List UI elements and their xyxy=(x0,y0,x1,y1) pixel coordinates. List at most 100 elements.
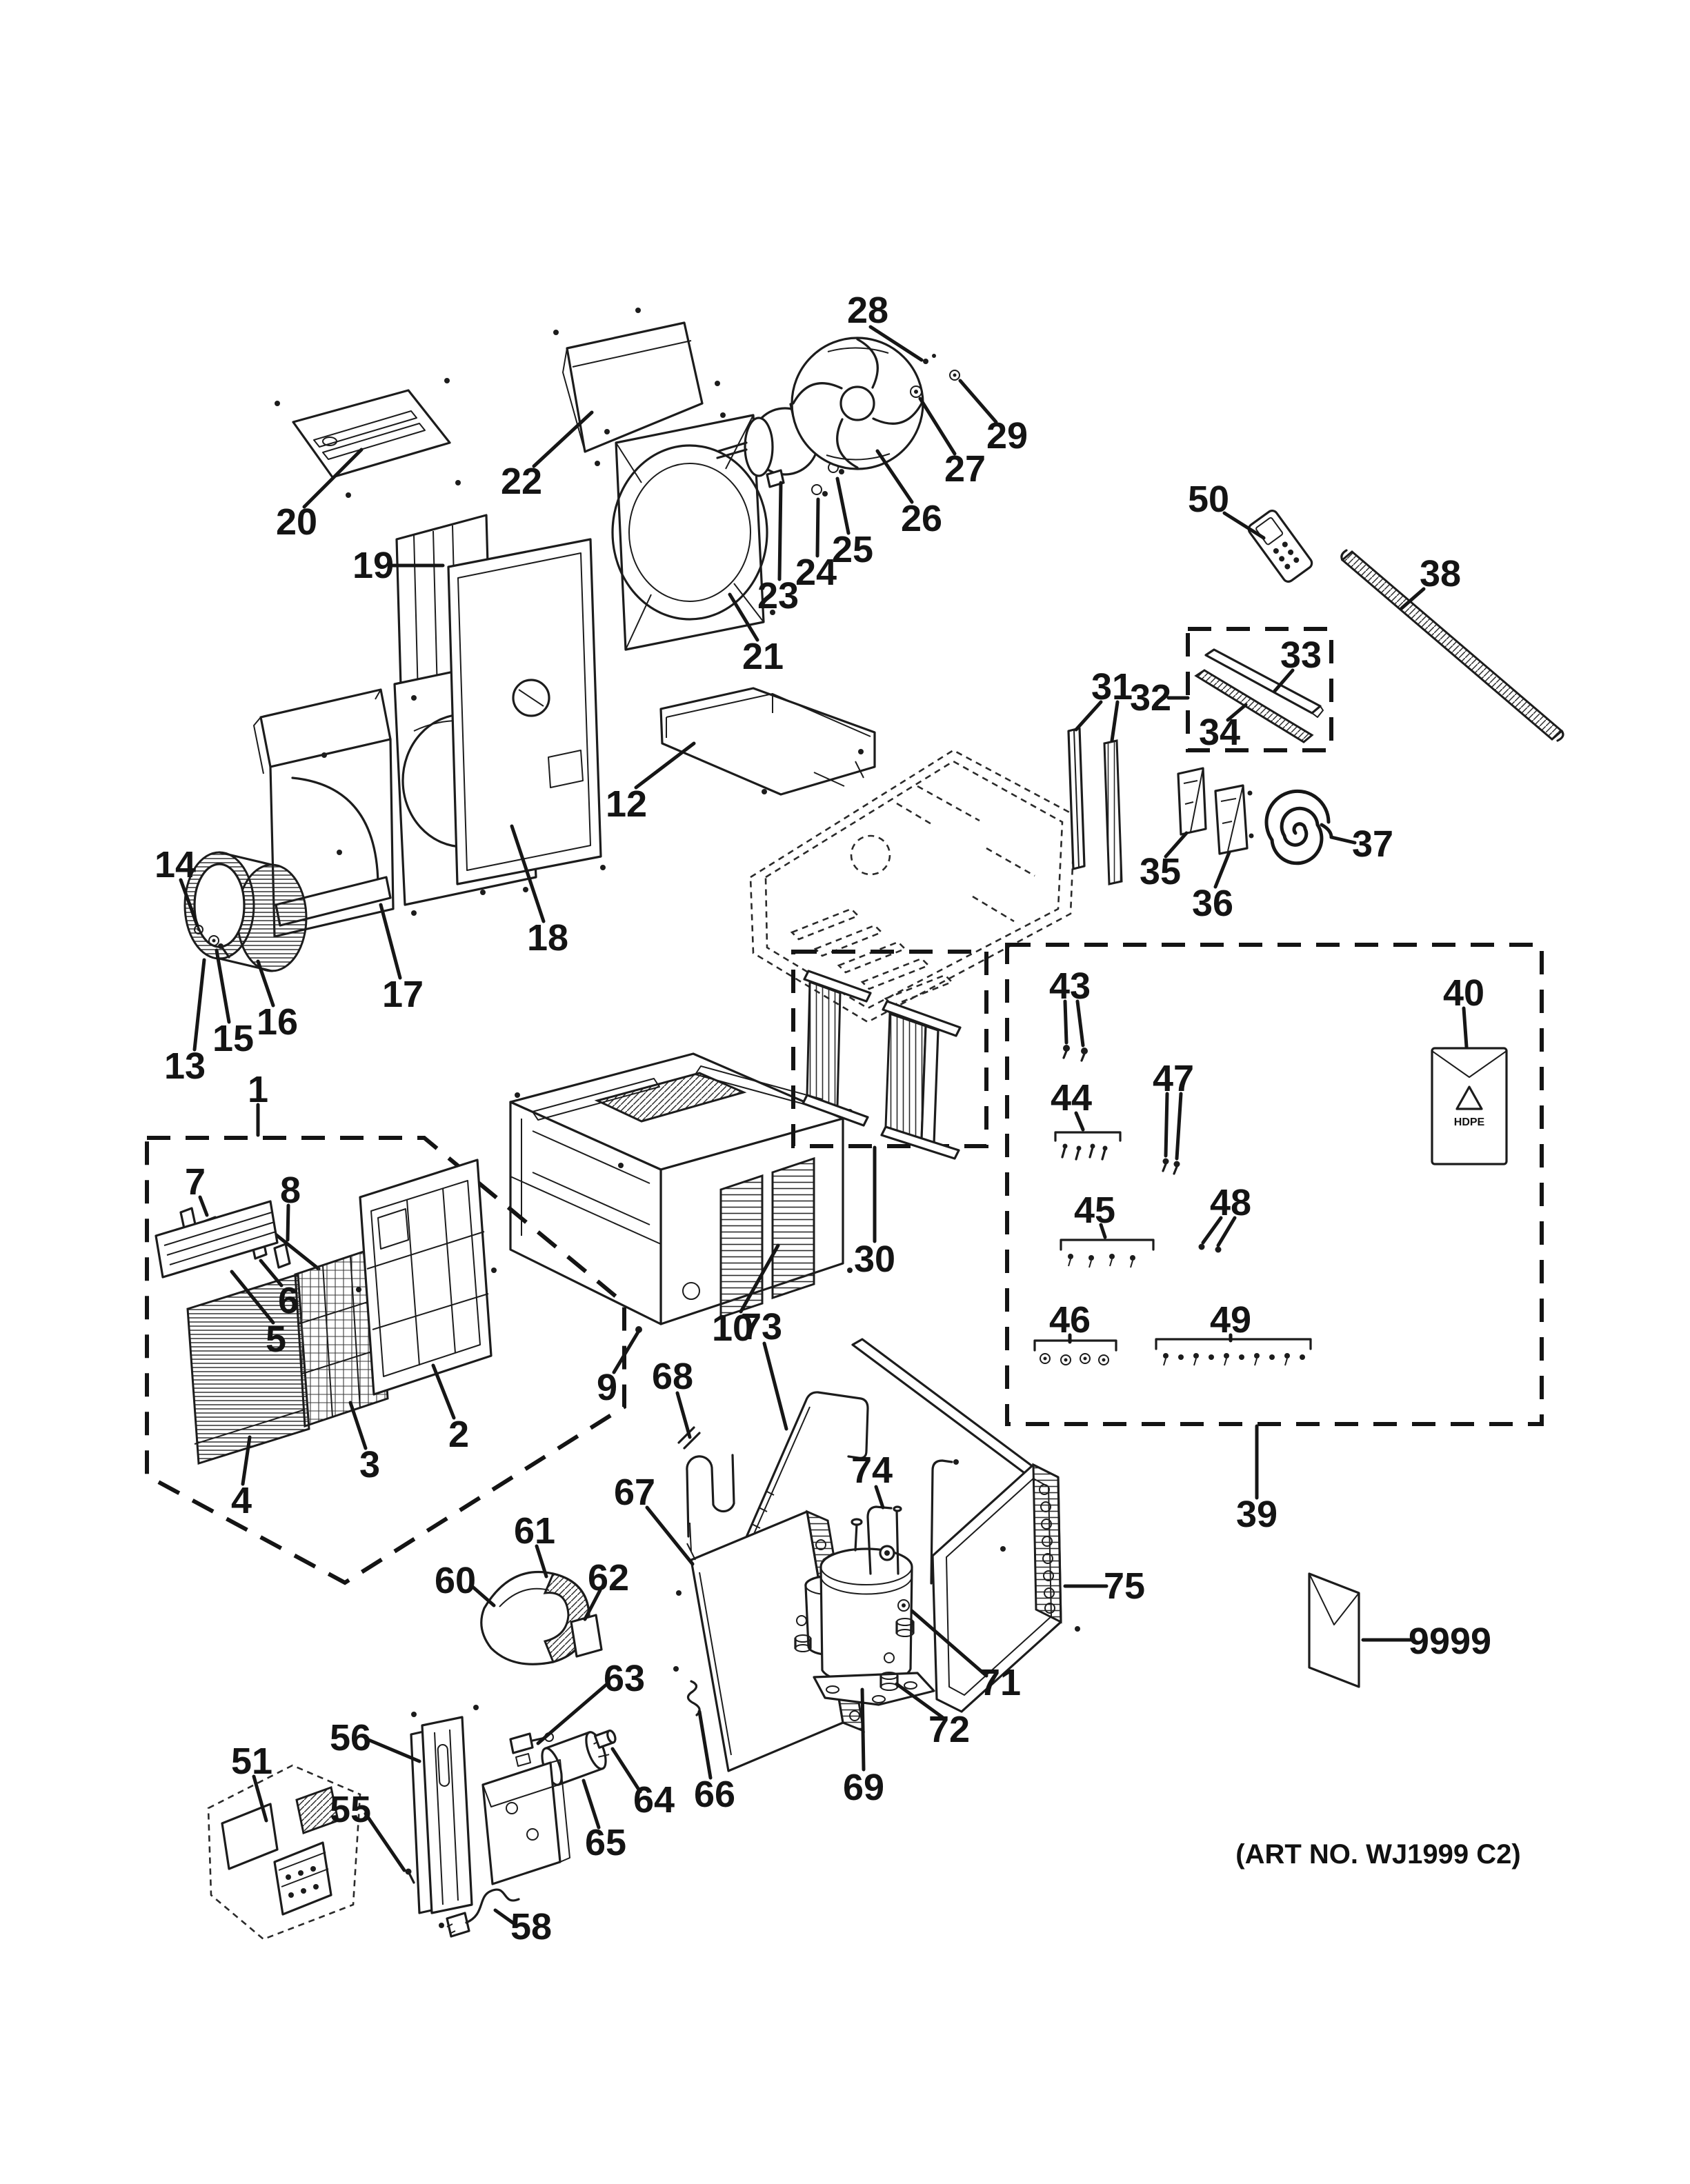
screw-part-55 xyxy=(405,1868,415,1884)
leader-line-2 xyxy=(431,1363,456,1420)
blower-wheel-part-16 xyxy=(183,851,308,972)
front-grille-part-4 xyxy=(186,1273,310,1465)
callout-label-5: 5 xyxy=(266,1319,286,1360)
condenser-part-75 xyxy=(930,1459,1080,1713)
front-assembly-group-1 xyxy=(145,1136,626,1585)
leader-line-43 xyxy=(1063,999,1068,1045)
callout-label-15: 15 xyxy=(212,1018,254,1059)
leader-line-74 xyxy=(874,1485,885,1510)
callout-label-39: 39 xyxy=(1236,1494,1278,1535)
leader-line-5 xyxy=(230,1270,275,1325)
leader-line-43 xyxy=(1075,999,1085,1048)
callout-label-18: 18 xyxy=(527,917,568,959)
support-bracket-part-12 xyxy=(659,687,876,796)
leader-line-55 xyxy=(364,1812,406,1872)
callout-label-14: 14 xyxy=(155,844,196,885)
leader-line-18 xyxy=(510,824,546,923)
callout-label-23: 23 xyxy=(757,575,799,617)
callout-label-29: 29 xyxy=(986,415,1028,457)
callout-label-1: 1 xyxy=(248,1069,268,1110)
callout-label-50: 50 xyxy=(1188,479,1229,520)
fan-blade-part-26 xyxy=(791,337,924,470)
callout-label-49: 49 xyxy=(1210,1299,1251,1341)
leader-line-61 xyxy=(535,1544,548,1579)
bag-material-label: HDPE xyxy=(1454,1116,1485,1128)
callout-label-35: 35 xyxy=(1140,851,1181,892)
callout-label-13: 13 xyxy=(164,1045,206,1087)
discharge-tube-part-73 xyxy=(742,1391,869,1545)
leader-line-50 xyxy=(1222,511,1266,540)
electrical-box xyxy=(481,1759,570,1885)
screws-part-43 xyxy=(1062,1045,1088,1062)
callout-label-58: 58 xyxy=(510,1906,552,1947)
leader-line-38 xyxy=(1400,587,1426,610)
callout-label-8: 8 xyxy=(280,1170,301,1211)
callout-label-3: 3 xyxy=(359,1444,380,1485)
leader-line-56 xyxy=(365,1737,421,1763)
literature-envelope-part-9999 xyxy=(1308,1572,1360,1688)
capacitor-part-65 xyxy=(541,1731,610,1786)
screws-part-48 xyxy=(1198,1243,1222,1253)
leader-line-26 xyxy=(875,449,914,504)
rail-kit-group-32 xyxy=(1186,627,1333,752)
cabinet-part-10 xyxy=(509,1052,853,1333)
callout-label-43: 43 xyxy=(1049,965,1091,1007)
leader-line-15 xyxy=(215,948,231,1024)
callout-label-73: 73 xyxy=(741,1306,782,1348)
callout-label-34: 34 xyxy=(1199,712,1240,753)
blower-fasteners-part-13-14-15 xyxy=(194,925,230,959)
leader-line-66 xyxy=(697,1710,713,1780)
screw-strip-part-49 xyxy=(1155,1338,1312,1366)
callout-label-33: 33 xyxy=(1280,634,1322,676)
leader-line-68 xyxy=(675,1391,692,1439)
callout-label-26: 26 xyxy=(901,498,942,539)
leader-line-47 xyxy=(1164,1092,1169,1158)
callout-label-61: 61 xyxy=(514,1510,555,1552)
control-assembly-part-51 xyxy=(207,1764,361,1941)
callout-label-63: 63 xyxy=(604,1658,645,1699)
callout-label-40: 40 xyxy=(1443,972,1484,1014)
leader-line-21 xyxy=(728,592,759,642)
remote-control-part-50 xyxy=(1247,510,1313,583)
callout-label-37: 37 xyxy=(1352,823,1393,865)
callout-label-9999: 9999 xyxy=(1409,1621,1491,1662)
top-panel-part-22 xyxy=(553,308,726,466)
window-seal-part-38 xyxy=(1340,549,1564,742)
spring-part-66 xyxy=(686,1680,701,1716)
fan-shroud-part-21 xyxy=(604,414,775,651)
leader-line-6 xyxy=(259,1259,284,1288)
callout-label-68: 68 xyxy=(652,1356,693,1397)
leader-line-7 xyxy=(198,1195,209,1217)
callout-label-75: 75 xyxy=(1104,1565,1145,1607)
bracket-part-36 xyxy=(1214,784,1254,855)
leader-line-69 xyxy=(860,1687,866,1772)
callout-label-6: 6 xyxy=(278,1280,299,1321)
callout-label-20: 20 xyxy=(276,501,317,543)
callout-label-71: 71 xyxy=(980,1662,1021,1703)
art-number-text: (ART NO. WJ1999 C2) xyxy=(1235,1839,1520,1870)
screws-part-47 xyxy=(1162,1158,1180,1175)
callout-label-38: 38 xyxy=(1420,553,1461,594)
leader-line-37 xyxy=(1329,835,1357,845)
callout-label-64: 64 xyxy=(633,1779,675,1821)
leader-line-51 xyxy=(252,1774,268,1823)
callout-label-28: 28 xyxy=(847,290,888,331)
leader-line-48 xyxy=(1216,1216,1237,1248)
leader-line-48 xyxy=(1201,1216,1223,1245)
drain-coil-part-37 xyxy=(1264,789,1333,865)
callout-label-12: 12 xyxy=(606,783,647,825)
callout-label-10: 10 xyxy=(712,1308,753,1349)
front-frame-part-2 xyxy=(356,1159,497,1396)
callout-label-47: 47 xyxy=(1153,1058,1194,1099)
leader-line-9 xyxy=(612,1329,641,1374)
callout-label-16: 16 xyxy=(257,1001,298,1043)
callout-label-9: 9 xyxy=(597,1367,617,1408)
leader-line-44 xyxy=(1074,1111,1085,1132)
leader-line-35 xyxy=(1164,831,1189,859)
leader-line-45 xyxy=(1099,1223,1107,1239)
leader-line-73 xyxy=(762,1341,788,1431)
screw-strip-part-44 xyxy=(1054,1131,1122,1161)
leader-line-29 xyxy=(958,379,998,424)
screw-strip-part-45 xyxy=(1060,1239,1155,1268)
leader-line-65 xyxy=(581,1779,601,1830)
